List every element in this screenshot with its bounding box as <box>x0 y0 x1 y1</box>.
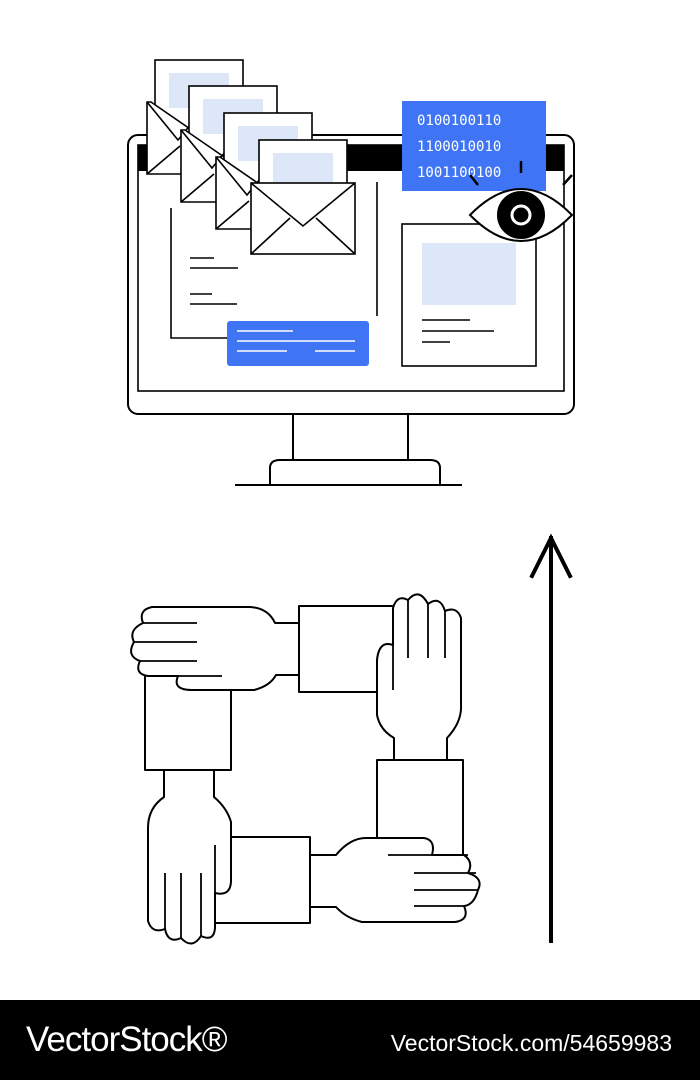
binary-line-2: 1100010010 <box>417 139 501 155</box>
profile-card <box>401 223 537 367</box>
brand-logo: VectorStock® <box>26 1020 228 1059</box>
blue-button-shape <box>227 321 369 366</box>
envelope-icon <box>146 59 356 255</box>
up-arrow-icon <box>529 533 573 943</box>
eye-icon <box>468 161 574 242</box>
joined-hands-icon <box>130 593 481 945</box>
teamwork-data-privacy-illustration: 0100100110 1100010010 1001100100 <box>127 59 575 945</box>
binary-code-panel: 0100100110 1100010010 1001100100 <box>402 101 546 191</box>
image-id-link: VectorStock.com/54659983 <box>390 1030 672 1056</box>
document-panel <box>170 182 378 339</box>
watermark-footer: VectorStock® VectorStock.com/54659983 <box>0 1000 700 1080</box>
binary-line-3: 1001100100 <box>417 165 501 181</box>
binary-line-1: 0100100110 <box>417 113 501 129</box>
